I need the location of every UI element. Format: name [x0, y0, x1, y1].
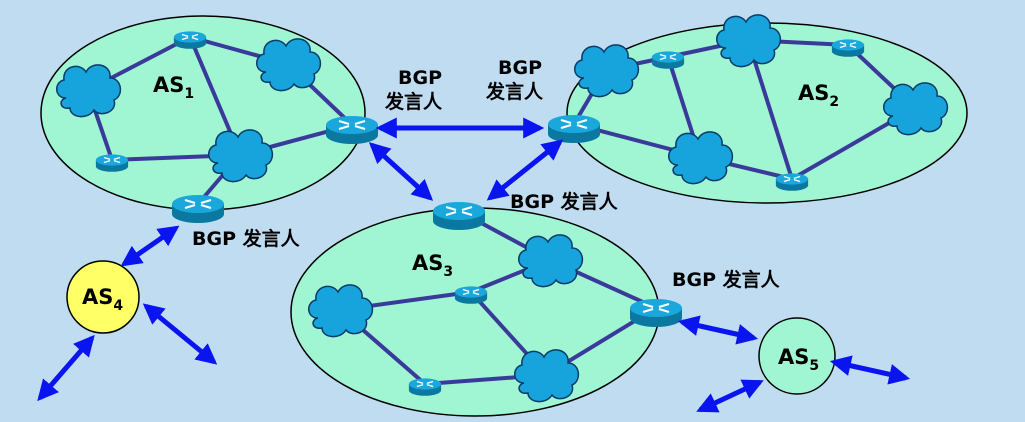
bgp-session-arrow: [120, 225, 180, 267]
router-arrows: [445, 205, 473, 217]
router-icon: [775, 173, 809, 191]
bgp-session-arrow: [486, 139, 564, 201]
router-arrows: [181, 33, 199, 41]
router-top: [775, 173, 809, 185]
router-arrows: [659, 53, 677, 61]
router-top: [651, 51, 685, 63]
router-top: [326, 116, 378, 134]
as5-label: AS5: [778, 345, 819, 374]
router-top: [172, 195, 224, 213]
router-arrows: [783, 175, 801, 183]
bgp-session-arrow: [37, 334, 95, 402]
as3-label: AS3: [412, 251, 453, 280]
router-arrows: [642, 302, 670, 314]
speaker-label-as1-right-1: BGP: [398, 67, 442, 89]
router-icon: [433, 202, 485, 230]
bgp-session-arrow: [142, 303, 218, 365]
router-top: [548, 115, 600, 133]
router-arrows: [462, 288, 480, 296]
router-arrows: [103, 156, 121, 164]
router-icon: [831, 39, 865, 57]
router-top: [630, 299, 682, 317]
router-icon: [454, 286, 488, 304]
router-arrows: [338, 119, 366, 131]
router-icon: [408, 378, 442, 396]
router-icon: [172, 195, 224, 223]
speaker-label-as3-top: BGP 发言人: [510, 190, 619, 213]
bgp-session-arrow: [368, 142, 434, 201]
router-top: [408, 378, 442, 390]
speaker-label-as3-right: BGP 发言人: [672, 268, 781, 291]
speaker-label-as1-right-2: 发言人: [384, 90, 443, 113]
speaker-label-as1-bottom: BGP 发言人: [192, 227, 301, 250]
router-arrows: [560, 118, 588, 130]
as4-label: AS4: [82, 285, 123, 314]
as4-area: [66, 260, 140, 334]
router-icon: [173, 31, 207, 49]
router-icon: [95, 154, 129, 172]
router-icon: [548, 115, 600, 143]
as1-label: AS1: [153, 73, 194, 102]
router-top: [95, 154, 129, 166]
router-icon: [651, 51, 685, 69]
bgp-session-arrow: [829, 355, 911, 385]
speaker-label-as2-left-1: BGP: [498, 57, 542, 79]
router-top: [831, 39, 865, 51]
speaker-label-as2-left-2: 发言人: [485, 80, 544, 103]
bgp-session-arrow: [677, 315, 759, 345]
bgp-session-arrow: [696, 379, 764, 413]
router-top: [433, 202, 485, 220]
network-link: [746, 39, 794, 180]
router-icon: [326, 116, 378, 144]
router-icon: [630, 299, 682, 327]
as2-label: AS2: [798, 81, 839, 110]
router-top: [173, 31, 207, 43]
router-top: [454, 286, 488, 298]
router-arrows: [839, 41, 857, 49]
router-arrows: [184, 198, 212, 210]
router-arrows: [416, 380, 434, 388]
